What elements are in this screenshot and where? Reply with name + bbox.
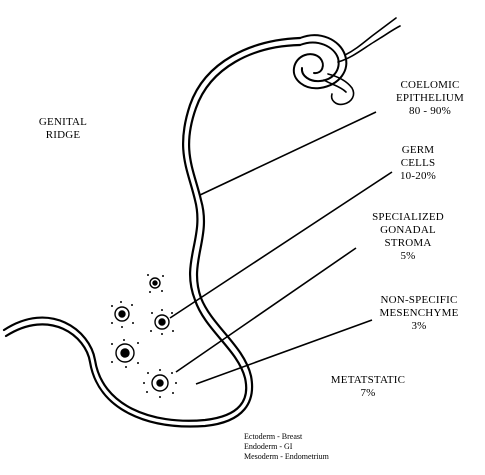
ridge-outer-contour (4, 38, 300, 421)
cell-cluster-2 (115, 307, 129, 321)
legend-mesoderm: Mesoderm - Endometrium (244, 452, 329, 462)
cell-cluster-1 (150, 278, 160, 288)
cell-cluster-4 (116, 344, 134, 362)
coil-knot (328, 74, 354, 104)
germ-layer-legend: Ectoderm - Breast Endoderm - GI Mesoderm… (244, 432, 329, 462)
label-germ-cells: GERM CELLS 10-20% (400, 144, 436, 183)
cell-cluster-3 (155, 315, 169, 329)
label-specialized-stroma: SPECIALIZED GONADAL STROMA 5% (372, 211, 444, 263)
legend-ectoderm: Ectoderm - Breast (244, 432, 329, 442)
coil-tail-2 (338, 26, 400, 62)
coil-tail (345, 18, 396, 55)
label-genital-ridge: GENITAL RIDGE (39, 116, 87, 142)
cell-cluster-5 (152, 375, 168, 391)
leader-coelomic (200, 112, 376, 195)
label-mesenchyme: NON-SPECIFIC MESENCHYME 3% (379, 294, 458, 333)
label-metastatic: METATSTATIC 7% (331, 374, 405, 400)
legend-endoderm: Endoderm - GI (244, 442, 329, 452)
ridge-inner-contour (6, 45, 300, 426)
leader-stroma (176, 248, 356, 372)
label-coelomic-epithelium: COELOMIC EPITHELIUM 80 - 90% (396, 79, 464, 118)
